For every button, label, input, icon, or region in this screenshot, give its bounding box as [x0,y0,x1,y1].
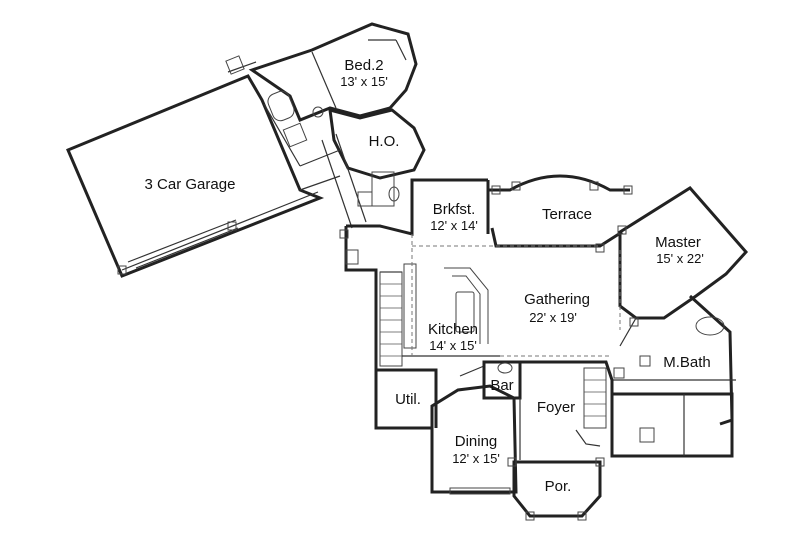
room-name-porch: Por. [545,478,572,495]
room-name-foyer: Foyer [537,399,575,416]
main-walls [339,174,749,521]
room-size-dining: 12' x 15' [452,451,500,466]
room-size-bed2: 13' x 15' [340,74,388,89]
room-labels: Bed.2 13' x 15' H.O. 3 Car Garage Brkfst… [145,57,711,495]
bedroom-wing-walls [248,22,426,229]
room-name-master-bath: M.Bath [663,354,711,371]
room-name-utility: Util. [395,391,421,408]
stair-left [379,271,403,367]
room-name-terrace: Terrace [542,206,592,223]
room-name-bar: Bar [490,377,513,394]
room-name-home-office: H.O. [369,133,400,150]
room-name-master: Master [655,234,701,251]
room-name-gathering: Gathering [524,291,590,308]
stair-right [583,367,607,429]
room-name-kitchen: Kitchen [428,321,478,338]
room-name-bed2: Bed.2 [344,57,383,74]
room-size-master: 15' x 22' [656,251,704,266]
room-size-gathering: 22' x 19' [529,310,577,325]
room-size-breakfast: 12' x 14' [430,218,478,233]
room-name-breakfast: Brkfst. [433,201,476,218]
room-name-garage: 3 Car Garage [145,176,236,193]
room-name-dining: Dining [455,433,498,450]
room-size-kitchen: 14' x 15' [429,338,477,353]
